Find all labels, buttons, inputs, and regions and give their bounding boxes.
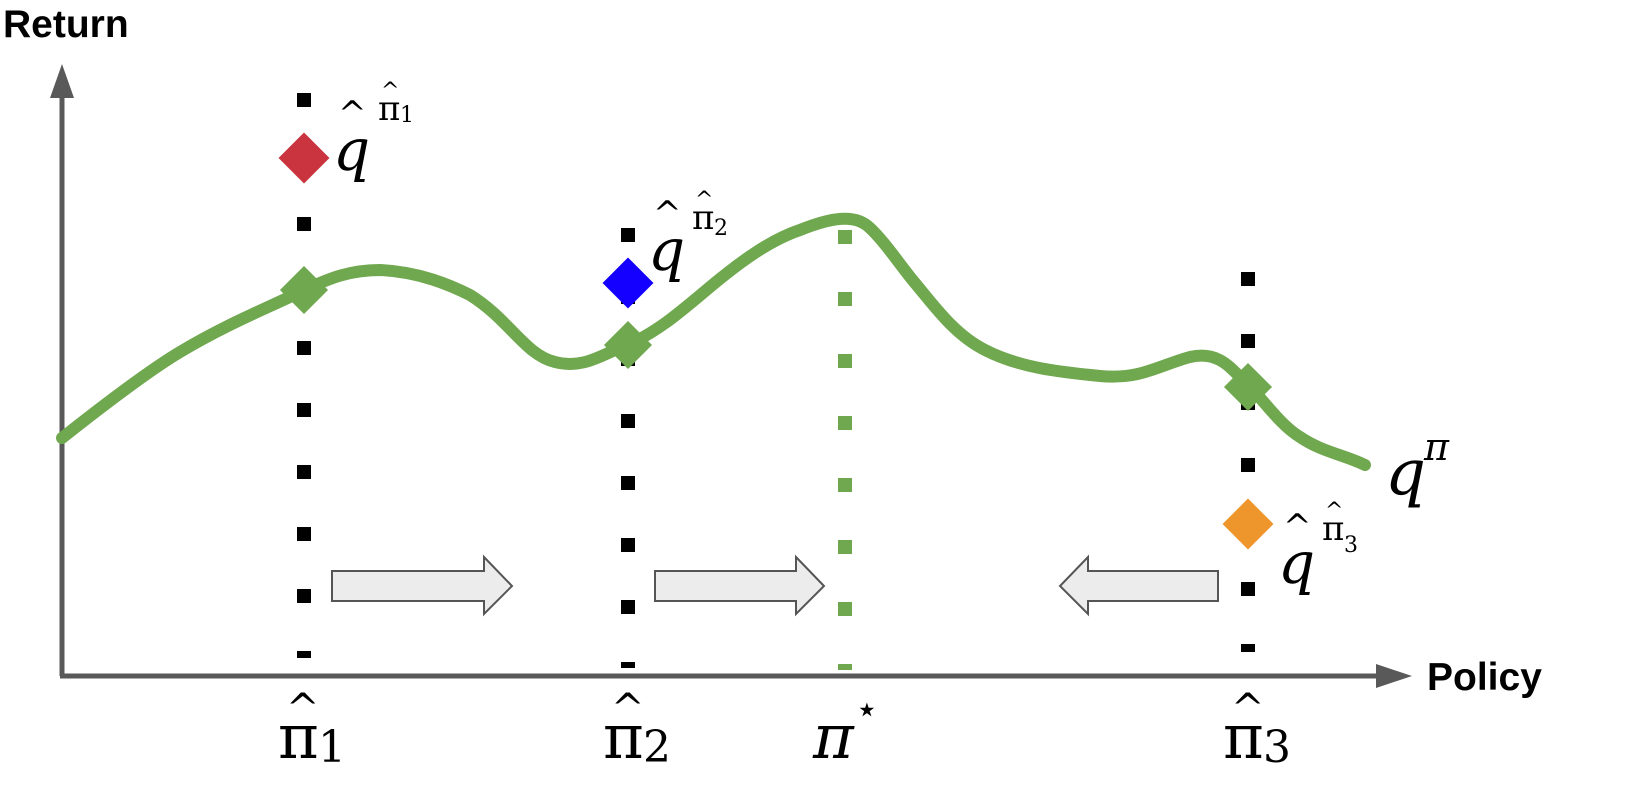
q-hat-pi3-label: q ^ π ^ 3	[1278, 499, 1358, 597]
right-arrow-1	[331, 554, 514, 617]
policy-pi1-sym: π	[278, 700, 319, 773]
policy-pi3-hat: ^	[1231, 686, 1265, 732]
q-hat-pi1-hat: ^	[338, 94, 367, 134]
q-hat-pi3-marker	[1222, 498, 1274, 550]
q-hat-pi3-sup: π	[1322, 509, 1344, 549]
y-axis-label: Return	[3, 3, 129, 46]
q-hat-pi1-label: q ^ π ^ 1	[333, 79, 414, 184]
q-hat-pi1-marker	[278, 132, 330, 184]
q-hat-pi2-sup: π	[692, 198, 714, 238]
policy-pi2-sym: π	[603, 700, 644, 773]
policy-pi2-sub: 2	[643, 722, 671, 773]
q-hat-pi1-sup-sub: 1	[400, 103, 414, 128]
x-axis-label: Policy	[1427, 656, 1542, 699]
left-arrow	[1058, 554, 1219, 617]
improvement-arrows	[331, 554, 1219, 617]
pi1-curve-point	[279, 265, 329, 315]
return-curve	[56, 212, 1371, 471]
q-hat-pi1-base: q	[333, 116, 370, 184]
q-hat-pi2-marker	[602, 257, 654, 309]
policy-pi2-hat: ^	[611, 686, 645, 732]
policy-pi-star-star: ⋆	[855, 687, 879, 731]
policy-label-pi1: π ^ 1	[278, 686, 346, 773]
return-curve-label: q π	[1385, 425, 1450, 510]
q-hat-pi3-hat: ^	[1283, 507, 1312, 547]
policy-pi3-sym: π	[1223, 700, 1264, 773]
q-hat-pi2-sup-sub: 2	[714, 216, 728, 241]
q-hat-pi3-base: q	[1278, 529, 1315, 597]
policy-pi1-sub: 1	[318, 722, 346, 773]
curve-label-base: q	[1385, 436, 1426, 510]
q-hat-pi3-sup-sub: 3	[1344, 533, 1358, 558]
q-hat-pi2-label: q ^ π ^ 2	[648, 188, 728, 284]
right-arrow-2	[654, 554, 826, 617]
policy-pi3-sub: 3	[1263, 722, 1291, 773]
policy-label-pi2: π ^ 2	[603, 686, 671, 773]
x-axis-arrowhead	[1376, 664, 1412, 688]
q-hat-pi2-hat: ^	[653, 194, 682, 234]
q-hat-pi2-sup-hat: ^	[695, 188, 713, 213]
policy-label-pi-star: π ⋆	[812, 687, 879, 773]
q-hat-pi2-base: q	[648, 216, 685, 284]
policy-pi1-hat: ^	[286, 686, 320, 732]
policy-pi-star-sym: π	[812, 700, 855, 773]
y-axis-arrowhead	[50, 64, 74, 98]
q-hat-pi3-sup-hat: ^	[1325, 499, 1343, 524]
q-hat-pi1-sup-hat: ^	[381, 79, 399, 104]
pi2-curve-point	[603, 320, 653, 370]
curve-points	[279, 265, 1273, 412]
curve-label-sup: π	[1423, 425, 1450, 469]
q-hat-pi1-sup: π	[378, 89, 400, 129]
policy-label-pi3: π ^ 3	[1223, 686, 1291, 773]
axes	[50, 64, 1412, 688]
